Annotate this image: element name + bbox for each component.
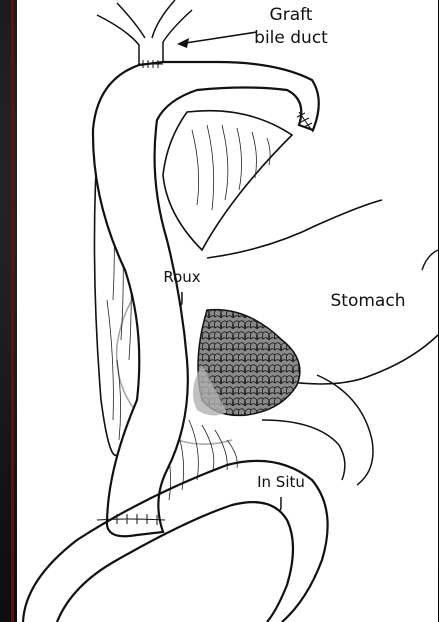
stomach-lower-curve xyxy=(277,335,438,384)
stomach-right-edge xyxy=(422,250,438,270)
roux-label-line1: Roux xyxy=(163,268,200,286)
graft-bile-duct xyxy=(97,0,192,65)
graft-label-line1: Graft xyxy=(270,5,313,25)
insitu-label-line2: J xyxy=(278,494,283,512)
left-accent-border xyxy=(11,0,14,622)
graft-arrow-line xyxy=(179,32,257,44)
graft-arrow-head xyxy=(177,38,189,48)
stomach-outline xyxy=(207,200,382,258)
insitu-jejunum-inner xyxy=(57,502,293,622)
anatomy-diagram: Graft bile duct Roux J Stomach In Situ J xyxy=(17,0,438,622)
graft-label-line2: bile duct xyxy=(254,28,328,48)
duodenum-curve-2 xyxy=(262,420,345,480)
roux-label-line2: J xyxy=(179,289,184,307)
stomach-label: Stomach xyxy=(331,291,406,311)
insitu-label-line1: In Situ xyxy=(257,473,305,491)
diagram-panel: Graft bile duct Roux J Stomach In Situ J xyxy=(17,0,438,622)
